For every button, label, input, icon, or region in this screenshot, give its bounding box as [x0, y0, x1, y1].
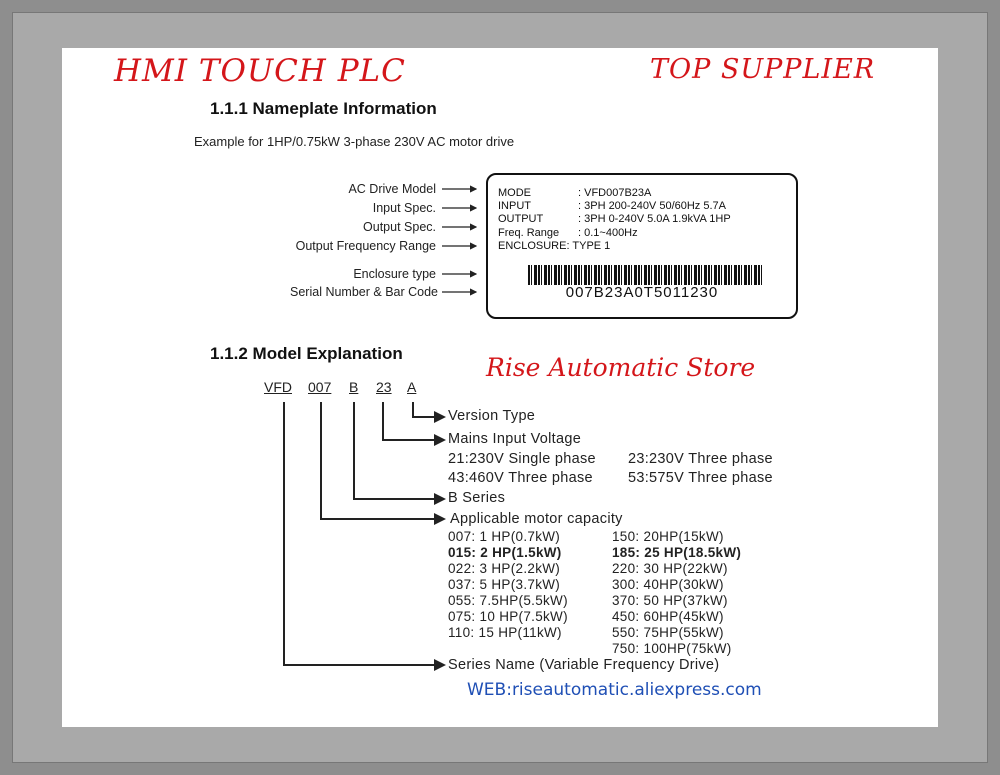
web-address: WEB:riseautomatic.aliexpress.com [467, 680, 762, 700]
header-left: HMI TOUCH PLC [114, 53, 406, 89]
capacity-007: 007: 1 HP(0.7kW) [448, 529, 561, 544]
section1-title: 1.1.1 Nameplate Information [210, 99, 437, 118]
nameplate-arrows [442, 185, 478, 296]
capacity-022: 022: 3 HP(2.2kW) [448, 561, 561, 576]
document-page: HMI TOUCH PLC TOP SUPPLIER 1.1.1 Namepla… [62, 48, 938, 727]
label-drive-model: AC Drive Model [348, 182, 436, 196]
nameplate: MODE: VFD007B23A INPUT: 3PH 200-240V 50/… [486, 173, 798, 319]
nameplate-row-enclosure: ENCLOSURE: TYPE 1 [498, 240, 611, 252]
capacity-450: 450: 60HP(45kW) [612, 609, 724, 624]
label-input-spec: Input Spec. [372, 201, 436, 215]
b-series: B Series [448, 490, 506, 506]
version-type: Version Type [448, 408, 536, 424]
voltage-21: 21:230V Single phase [448, 451, 596, 467]
capacity-750: 750: 100HP(75kW) [612, 641, 732, 656]
capacity-300: 300: 40HP(30kW) [612, 577, 724, 592]
label-freq-range: Output Frequency Range [295, 239, 436, 253]
series-name: Series Name (Variable Frequency Drive) [448, 657, 720, 673]
capacity-075: 075: 10 HP(7.5kW) [448, 609, 568, 624]
model-tree-lines [283, 402, 446, 671]
capacity-055: 055: 7.5HP(5.5kW) [448, 593, 568, 608]
nameplate-row-mode: MODE: VFD007B23A [498, 187, 652, 199]
capacity-title: Applicable motor capacity [450, 511, 623, 527]
capacity-037: 037: 5 HP(3.7kW) [448, 577, 561, 592]
capacity-370: 370: 50 HP(37kW) [612, 593, 728, 608]
voltage-23: 23:230V Three phase [628, 451, 773, 467]
code-series: B [349, 379, 359, 395]
code-voltage: 23 [376, 379, 392, 395]
capacity-150: 150: 20HP(15kW) [612, 529, 724, 544]
nameplate-row-freq: Freq. Range: 0.1~400Hz [498, 227, 638, 239]
label-serial-barcode: Serial Number & Bar Code [290, 285, 438, 299]
header-right: TOP SUPPLIER [650, 54, 876, 85]
code-vfd: VFD [264, 379, 292, 395]
voltage-43: 43:460V Three phase [448, 470, 593, 486]
capacity-220: 220: 30 HP(22kW) [612, 561, 728, 576]
store-name: Rise Automatic Store [486, 353, 756, 382]
nameplate-row-output: OUTPUT: 3PH 0-240V 5.0A 1.9kVA 1HP [498, 213, 731, 225]
serial-number: 007B23A0T5011230 [565, 284, 719, 301]
mains-input-voltage: Mains Input Voltage [448, 431, 582, 447]
barcode [528, 265, 764, 285]
capacity-015: 015: 2 HP(1.5kW) [448, 545, 562, 560]
capacity-110: 110: 15 HP(11kW) [448, 625, 562, 640]
nameplate-row-input: INPUT: 3PH 200-240V 50/60Hz 5.7A [498, 200, 726, 212]
code-capacity: 007 [308, 379, 332, 395]
label-output-spec: Output Spec. [363, 220, 436, 234]
capacity-185: 185: 25 HP(18.5kW) [612, 545, 742, 560]
voltage-53: 53:575V Three phase [628, 470, 773, 486]
label-enclosure: Enclosure type [353, 267, 436, 281]
section2-title: 1.1.2 Model Explanation [210, 344, 403, 363]
code-version: A [407, 379, 417, 395]
section1-example: Example for 1HP/0.75kW 3-phase 230V AC m… [194, 134, 515, 149]
capacity-550: 550: 75HP(55kW) [612, 625, 724, 640]
